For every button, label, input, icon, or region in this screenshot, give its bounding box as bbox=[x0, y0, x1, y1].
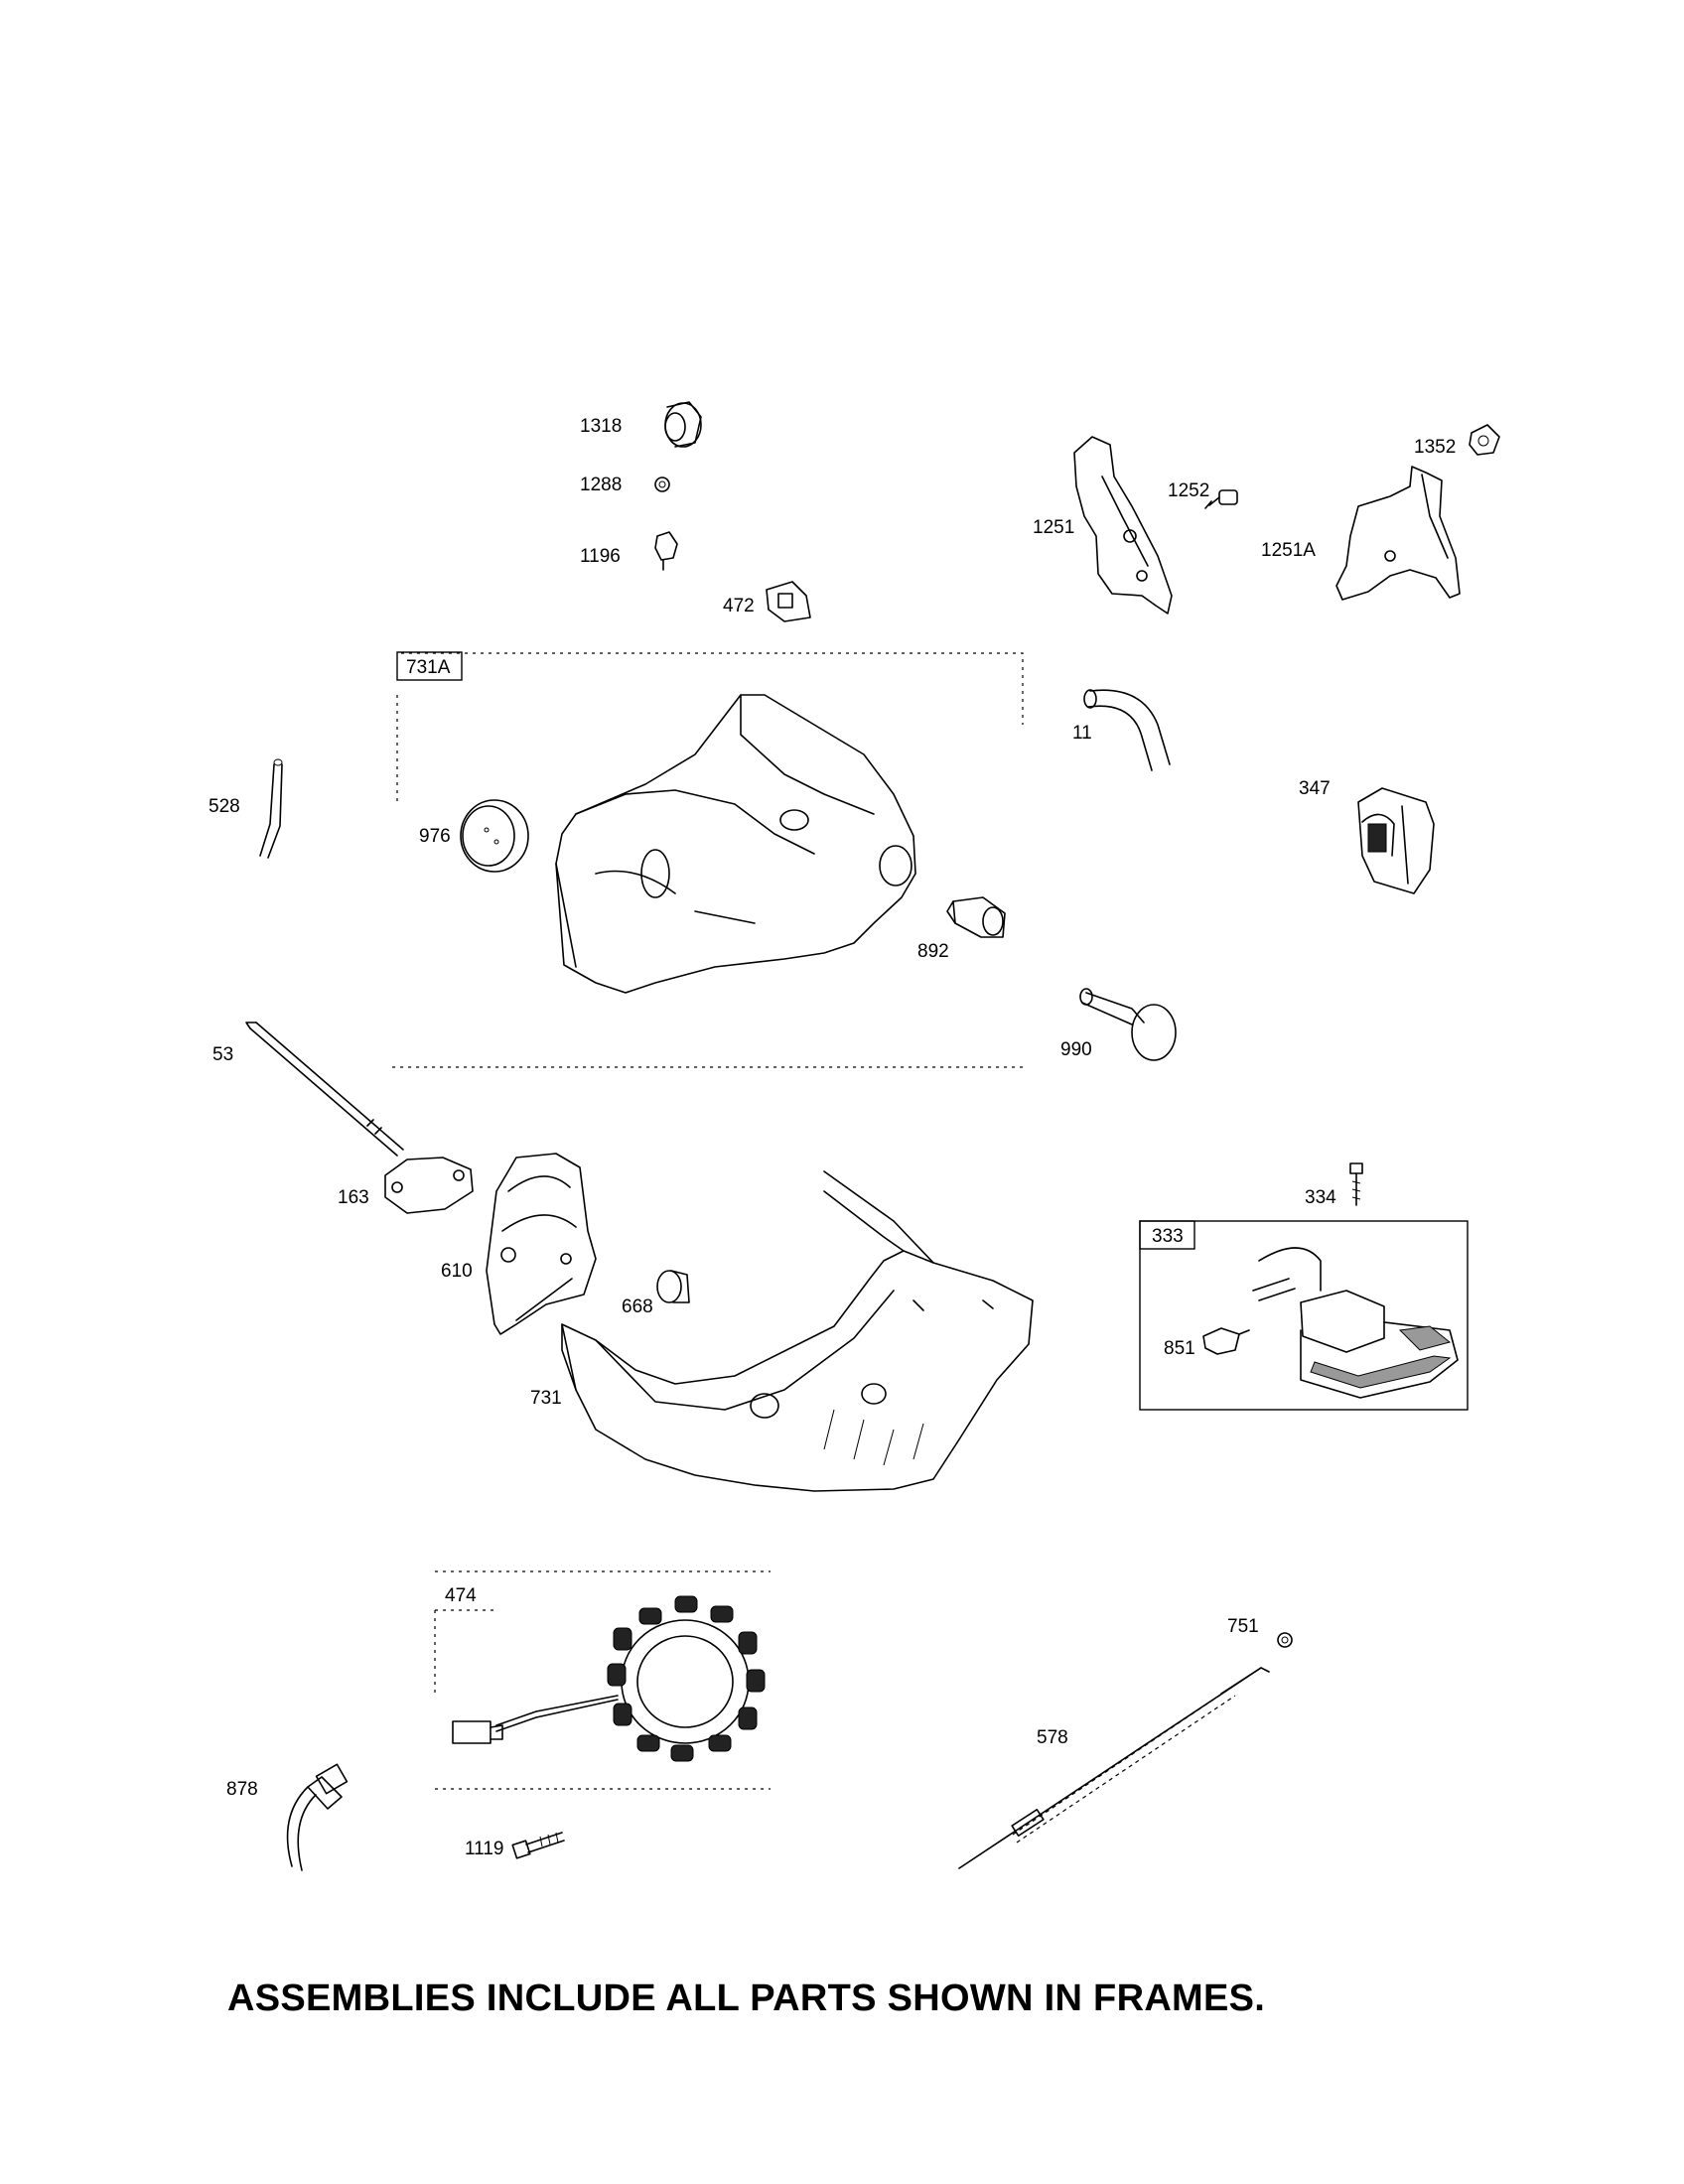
label-878: 878 bbox=[226, 1779, 258, 1800]
label-1352: 1352 bbox=[1414, 437, 1456, 458]
frame-731a bbox=[392, 651, 1024, 1068]
connector-878 bbox=[286, 1763, 349, 1871]
shield-1251a bbox=[1335, 466, 1461, 601]
nut-1352 bbox=[1469, 424, 1500, 456]
label-1252: 1252 bbox=[1168, 480, 1209, 501]
blower-housing-731a bbox=[555, 694, 916, 994]
label-731a: 731A bbox=[406, 657, 451, 678]
nut-1318 bbox=[664, 401, 702, 448]
label-610: 610 bbox=[441, 1261, 473, 1282]
label-1318: 1318 bbox=[580, 416, 622, 437]
label-11: 11 bbox=[1072, 723, 1092, 744]
label-53: 53 bbox=[212, 1044, 233, 1065]
label-333: 333 bbox=[1152, 1226, 1184, 1247]
nut-1288 bbox=[654, 477, 670, 492]
label-1251: 1251 bbox=[1033, 517, 1074, 538]
ignition-coil-333 bbox=[1252, 1247, 1459, 1399]
rod-53 bbox=[245, 1022, 404, 1157]
label-163: 163 bbox=[338, 1187, 369, 1208]
label-578: 578 bbox=[1037, 1727, 1068, 1748]
label-474: 474 bbox=[445, 1585, 477, 1606]
label-528: 528 bbox=[209, 796, 240, 817]
knob-990 bbox=[1079, 988, 1177, 1061]
label-472: 472 bbox=[723, 596, 755, 616]
label-347: 347 bbox=[1299, 778, 1331, 799]
assemblies-note: ASSEMBLIES INCLUDE ALL PARTS SHOWN IN FR… bbox=[227, 1978, 1266, 2019]
cap-976 bbox=[460, 799, 529, 873]
grommet-1196 bbox=[654, 531, 678, 571]
spacer-668 bbox=[656, 1270, 690, 1303]
label-892: 892 bbox=[917, 941, 949, 962]
switch-347 bbox=[1357, 787, 1435, 894]
shield-1251 bbox=[1073, 436, 1173, 614]
label-851: 851 bbox=[1164, 1338, 1195, 1359]
gasket-163 bbox=[384, 1157, 474, 1214]
frame-474 bbox=[434, 1570, 771, 1790]
label-976: 976 bbox=[419, 826, 451, 847]
wire-578 bbox=[958, 1667, 1270, 1869]
screw-334 bbox=[1349, 1162, 1363, 1206]
label-751: 751 bbox=[1227, 1616, 1259, 1637]
stator-474 bbox=[452, 1595, 766, 1762]
label-1251a: 1251A bbox=[1261, 540, 1316, 561]
hose-11 bbox=[1083, 689, 1171, 771]
label-1288: 1288 bbox=[580, 475, 622, 495]
tube-528 bbox=[259, 758, 283, 859]
nut-751 bbox=[1277, 1632, 1293, 1648]
label-1196: 1196 bbox=[580, 546, 621, 567]
bolt-1252 bbox=[1204, 489, 1238, 509]
bracket-472 bbox=[766, 581, 811, 622]
frame-333 bbox=[1139, 1220, 1469, 1411]
blower-housing-731 bbox=[561, 1170, 1034, 1492]
label-668: 668 bbox=[622, 1297, 653, 1317]
screw-1119 bbox=[511, 1832, 565, 1859]
clip-851 bbox=[1202, 1327, 1250, 1355]
label-1119: 1119 bbox=[465, 1839, 503, 1859]
baffle-610 bbox=[486, 1153, 597, 1335]
label-731: 731 bbox=[530, 1388, 562, 1409]
label-990: 990 bbox=[1060, 1039, 1092, 1060]
label-334: 334 bbox=[1305, 1187, 1336, 1208]
bushing-892 bbox=[946, 896, 1006, 938]
